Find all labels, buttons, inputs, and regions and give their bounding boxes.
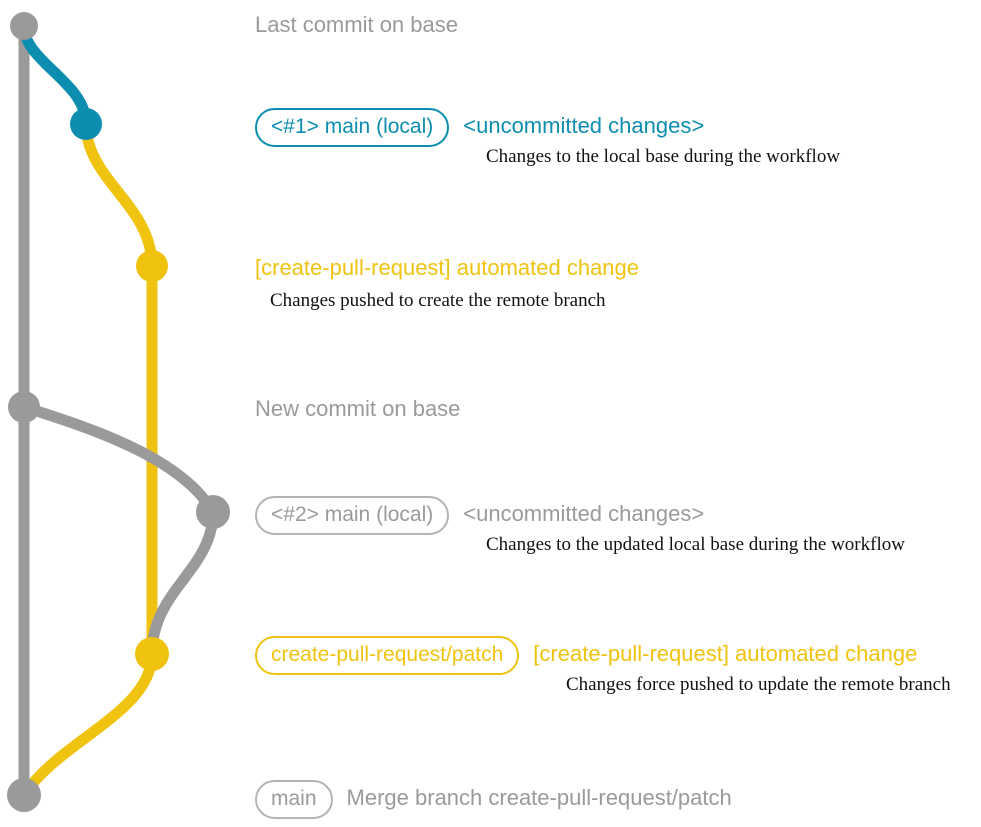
edge-base-to-local2 (18, 401, 219, 518)
commit-subject-last-commit-on-base: Last commit on base (255, 12, 458, 37)
node-patch-commit-1 (136, 250, 168, 282)
branch-badge-local-1[interactable]: <#1> main (local) (255, 108, 450, 147)
node-patch-commit-2 (135, 637, 169, 671)
commit-description-local-2: Changes to the updated local base during… (486, 534, 905, 555)
graph-row-automated-change-2: create-pull-request/patch [create-pull-r… (255, 636, 917, 675)
node-merge-commit (7, 778, 41, 812)
graph-row-new-commit-on-base: New commit on base (255, 396, 460, 422)
commit-subject-local-1: <uncommitted changes> (463, 113, 705, 138)
commit-subject-merge: Merge branch create-pull-request/patch (346, 785, 732, 810)
commit-subject-automated-change-1: [create-pull-request] automated change (255, 255, 640, 280)
graph-row-local-2: <#2> main (local) <uncommitted changes> (255, 496, 704, 535)
commit-subject-local-2: <uncommitted changes> (463, 501, 705, 526)
commit-nodes (7, 12, 230, 812)
graph-row-automated-change-1: [create-pull-request] automated change (255, 255, 639, 281)
commit-subject-new-commit-on-base: New commit on base (255, 396, 461, 421)
graph-row-local-1: <#1> main (local) <uncommitted changes> (255, 108, 704, 147)
node-local-uncommitted-2 (196, 495, 230, 529)
edge-patch2-to-merge (18, 648, 158, 801)
graph-row-last-commit-on-base: Last commit on base (255, 12, 458, 38)
edge-local2-to-patch2 (146, 506, 219, 660)
edge-base-to-local1 (18, 20, 92, 130)
commit-description-automated-change-1: Changes pushed to create the remote bran… (270, 290, 606, 311)
commit-subject-automated-change-2: [create-pull-request] automated change (533, 641, 918, 666)
commit-description-local-1: Changes to the local base during the wor… (486, 146, 841, 167)
branch-badge-main[interactable]: main (255, 780, 333, 819)
node-base-new-commit (8, 391, 40, 423)
edge-local1-to-patch1 (80, 118, 158, 272)
graph-row-merge: main Merge branch create-pull-request/pa… (255, 780, 732, 819)
node-base-head (10, 12, 38, 40)
node-local-uncommitted-1 (70, 108, 102, 140)
branch-badge-local-2[interactable]: <#2> main (local) (255, 496, 450, 535)
branch-badge-create-pull-request-patch[interactable]: create-pull-request/patch (255, 636, 520, 675)
commit-description-automated-change-2: Changes force pushed to update the remot… (566, 674, 951, 695)
